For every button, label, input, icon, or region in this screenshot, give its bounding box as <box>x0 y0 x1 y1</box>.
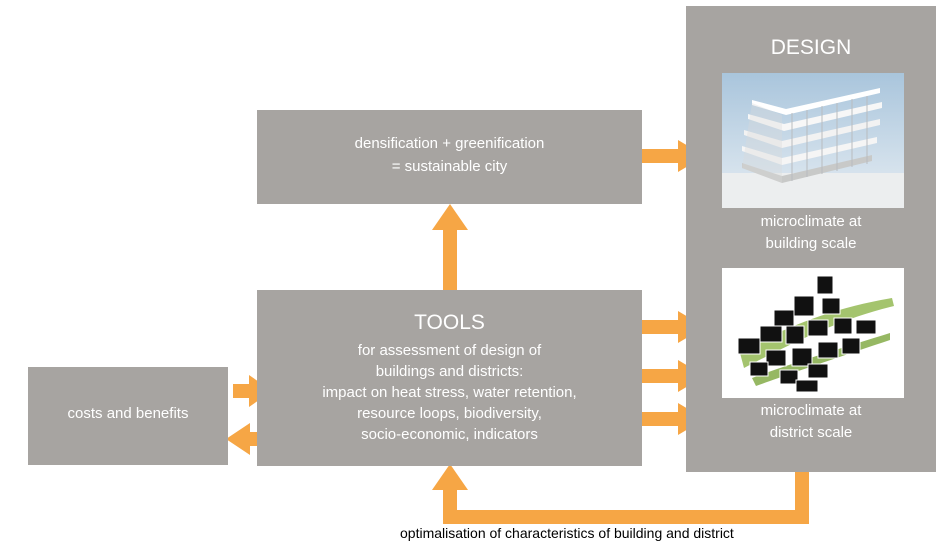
building-render-image <box>722 73 904 208</box>
building-scale-caption: microclimate at building scale <box>686 211 936 255</box>
building-caption-line-1: microclimate at <box>760 213 862 230</box>
tools-line: socio-economic, indicators <box>361 426 538 443</box>
tools-line: resource loops, biodiversity, <box>357 405 542 422</box>
densification-line-2: = sustainable city <box>391 158 508 175</box>
tools-title: TOOLS <box>414 311 485 334</box>
building-caption-line-2: building scale <box>765 235 857 252</box>
tools-line: buildings and districts: <box>375 363 524 380</box>
feedback-loop-arrow <box>432 460 809 524</box>
costs-benefits-box: costs and benefits <box>28 367 228 465</box>
densification-box: densification + greenification = sustain… <box>257 110 642 204</box>
tools-box: TOOLS for assessment of design of buildi… <box>257 290 642 466</box>
district-blocks-image <box>722 268 904 398</box>
densification-line-1: densification + greenification <box>354 135 545 152</box>
optimalisation-label: optimalisation of characteristics of bui… <box>400 525 734 541</box>
tools-description: for assessment of design of buildings an… <box>257 340 642 445</box>
district-caption-line-2: district scale <box>769 424 853 441</box>
design-title: DESIGN <box>770 36 852 59</box>
costs-benefits-label: costs and benefits <box>67 405 189 422</box>
district-scale-caption: microclimate at district scale <box>686 400 936 444</box>
district-caption-line-1: microclimate at <box>760 402 862 419</box>
arrow-tools-to-densification <box>432 204 468 290</box>
tools-line: impact on heat stress, water retention, <box>322 384 577 401</box>
tools-line: for assessment of design of <box>357 342 542 359</box>
design-panel: DESIGN <box>686 6 936 472</box>
